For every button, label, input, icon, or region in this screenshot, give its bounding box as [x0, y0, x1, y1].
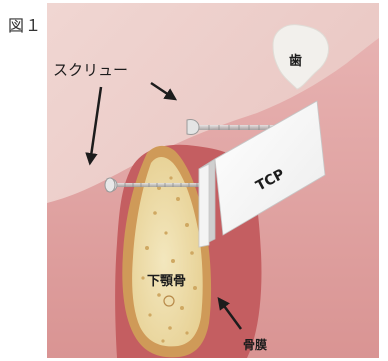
tooth-label: 歯 [289, 53, 302, 69]
periosteum-label: 骨膜 [243, 337, 267, 352]
diagram-panel: スクリュー 歯 TCP 下顎骨 骨膜 [47, 3, 379, 358]
figure-label: 図１ [8, 12, 42, 36]
screw-label: スクリュー [53, 61, 128, 79]
diagram-svg: スクリュー 歯 TCP 下顎骨 骨膜 [47, 3, 379, 358]
screw-head-left [105, 178, 115, 192]
mandible-label: 下顎骨 [147, 274, 186, 289]
